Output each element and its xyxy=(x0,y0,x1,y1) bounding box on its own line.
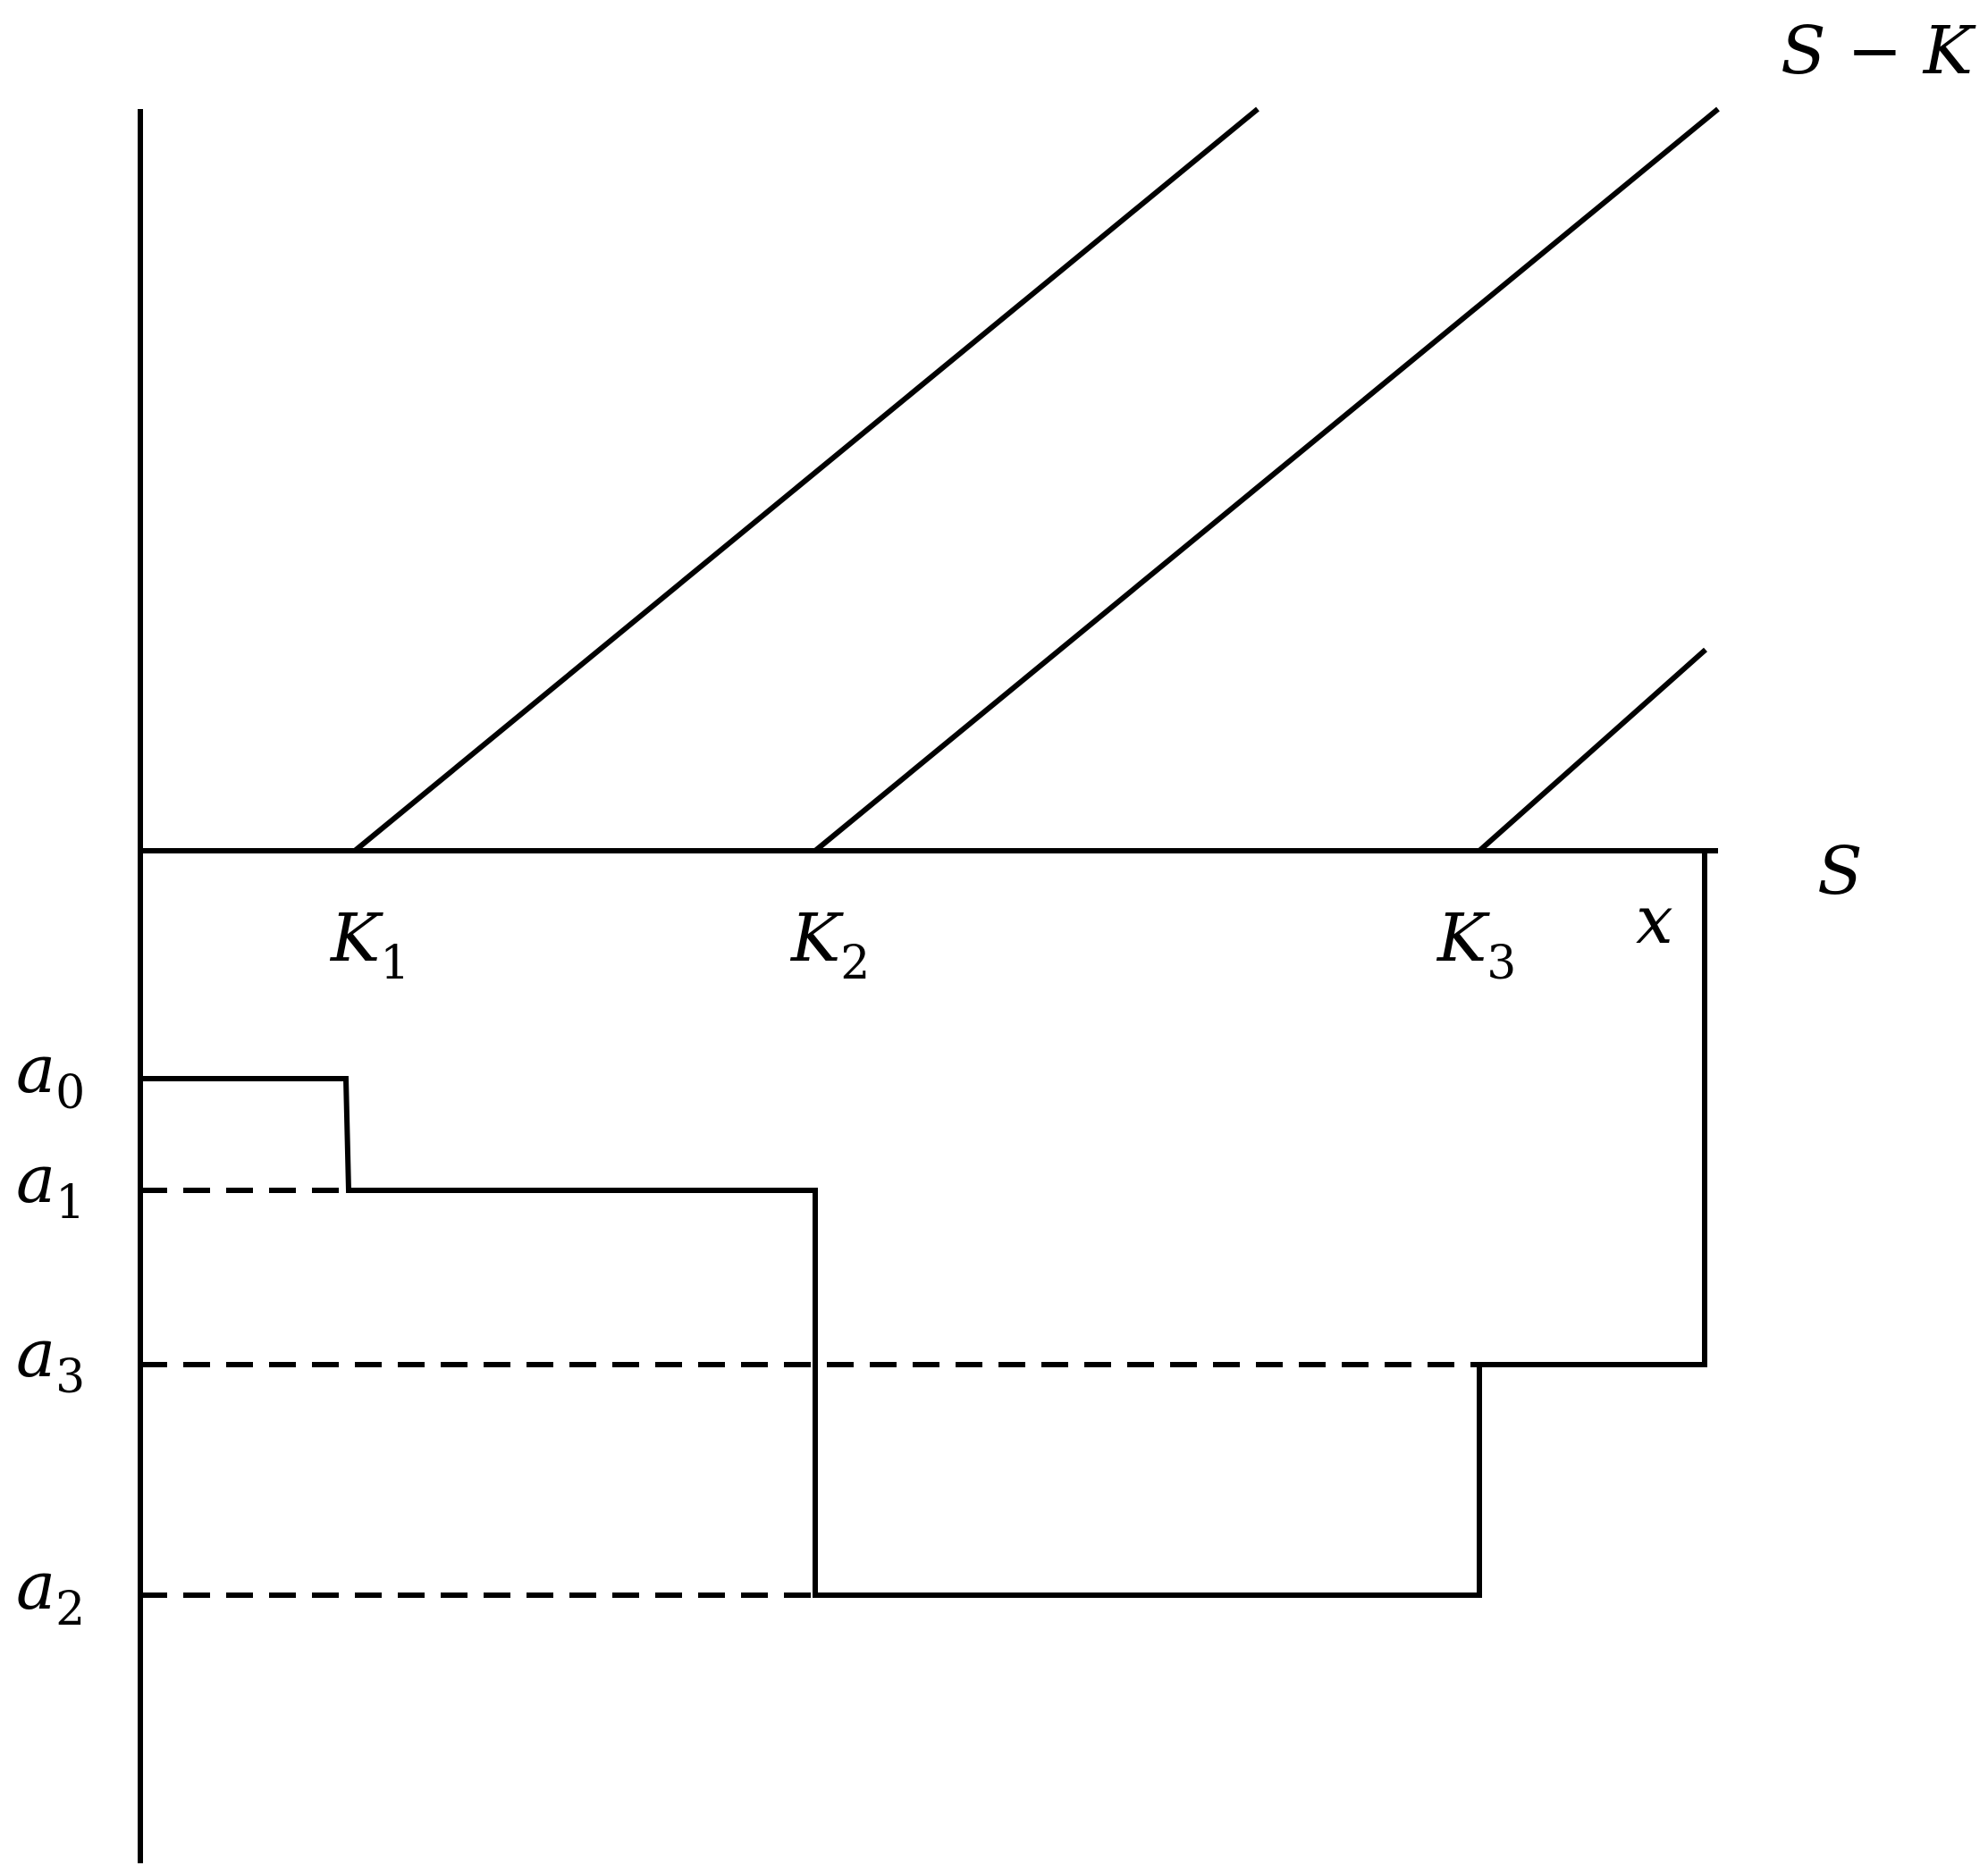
label-k2: K2 xyxy=(789,900,870,990)
label-a0: a0 xyxy=(16,1031,85,1120)
label-k1: K1 xyxy=(329,900,409,990)
label-a2: a2 xyxy=(16,1548,85,1636)
label-a3: a3 xyxy=(16,1315,85,1404)
payoff-line-k2 xyxy=(813,106,1720,853)
label-x: x xyxy=(1636,882,1673,959)
label-k3: K3 xyxy=(1436,900,1516,990)
label-s-minus-k: S − K xyxy=(1781,13,1976,89)
payoff-line-k1 xyxy=(353,106,1259,853)
label-a1: a1 xyxy=(16,1141,85,1230)
payoff-line-k3 xyxy=(1478,647,1707,853)
step-function-upper xyxy=(140,851,1707,1598)
label-s-axis: S xyxy=(1817,833,1863,910)
